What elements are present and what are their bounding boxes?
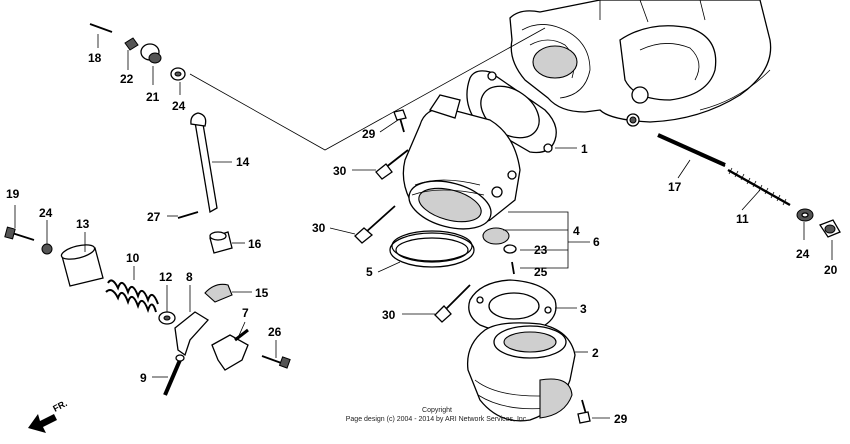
front-arrow-icon [28, 414, 57, 433]
front-label: FR. [51, 398, 68, 414]
nut-25 [41, 243, 53, 255]
engine-block [509, 0, 772, 127]
label-8: 8 [186, 270, 193, 284]
gasket-3 [468, 279, 557, 332]
label-15: 15 [255, 286, 269, 300]
label-20: 20 [824, 263, 838, 277]
label-26: 25 [534, 265, 548, 279]
label-19: 19 [6, 187, 20, 201]
front-direction-indicator: FR. [28, 398, 69, 433]
label-7: 7 [242, 306, 249, 320]
label-18: 18 [88, 51, 102, 65]
label-1: 1 [581, 142, 588, 156]
band-clamp-5 [389, 230, 475, 268]
label-13: 13 [76, 217, 90, 231]
label-27: 26 [268, 325, 282, 339]
cap-13 [60, 244, 104, 287]
label-4: 4 [573, 224, 580, 238]
washer-23 [503, 244, 517, 254]
label-30-b: 30 [312, 221, 326, 235]
part-labels: 18 22 21 24 14 27 16 15 19 24 13 10 12 8… [6, 51, 838, 426]
pin-18 [89, 23, 113, 33]
screw-19 [4, 226, 35, 241]
carb-manifold [402, 94, 521, 230]
label-23: 23 [534, 243, 548, 257]
pin-9 [163, 354, 185, 396]
label-2: 2 [592, 346, 599, 360]
label-3: 3 [580, 302, 587, 316]
label-29-top: 29 [362, 127, 376, 141]
bushing-21 [140, 43, 162, 64]
label-17: 17 [668, 180, 682, 194]
copyright-line-1: Copyright [422, 407, 452, 414]
label-5: 5 [366, 265, 373, 279]
elbow-2 [466, 322, 576, 422]
label-29-bottom: 29 [614, 412, 628, 426]
spring-11 [727, 167, 791, 207]
bolt-29-top [393, 109, 407, 133]
screw-27 [261, 355, 291, 369]
label-30-c: 30 [382, 308, 396, 322]
copyright-line-2: Page design (c) 2004 - 2014 by ARI Netwo… [346, 416, 529, 423]
arm-15 [204, 283, 233, 303]
bracket-8 [174, 311, 210, 357]
label-25: 24 [39, 206, 53, 220]
label-16: 16 [248, 237, 262, 251]
rod-14 [190, 112, 218, 214]
label-10: 10 [126, 251, 140, 265]
label-12: 12 [159, 270, 173, 284]
nut-20 [819, 219, 841, 238]
label-9: 9 [140, 371, 147, 385]
label-30-a: 30 [333, 164, 347, 178]
label-24-right: 24 [796, 247, 810, 261]
copyright-notice: Copyright Page design (c) 2004 - 2014 by… [346, 407, 529, 423]
washer-12 [158, 311, 176, 325]
label-11: 11 [736, 212, 749, 226]
label-6: 6 [593, 235, 600, 249]
washer-24-left [170, 67, 186, 81]
label-24-left: 24 [172, 99, 186, 113]
lever-7 [211, 328, 249, 371]
pin-28 [177, 211, 199, 219]
screw-26 [511, 261, 515, 275]
bolt-30-a [375, 149, 409, 180]
label-22: 22 [120, 72, 134, 86]
bolt-29-bottom [577, 399, 591, 424]
collar-16 [209, 231, 233, 254]
spring-10 [105, 279, 159, 313]
bolt-30-b [354, 205, 396, 244]
washer-24-right [796, 208, 814, 222]
label-21: 21 [146, 90, 160, 104]
stud-17 [657, 133, 726, 167]
label-28: 27 [147, 210, 161, 224]
label-14: 14 [236, 155, 250, 169]
nut-22 [124, 37, 139, 51]
leader-lines [14, 27, 833, 419]
bolt-30-c [434, 284, 471, 323]
plate-4 [482, 227, 510, 245]
